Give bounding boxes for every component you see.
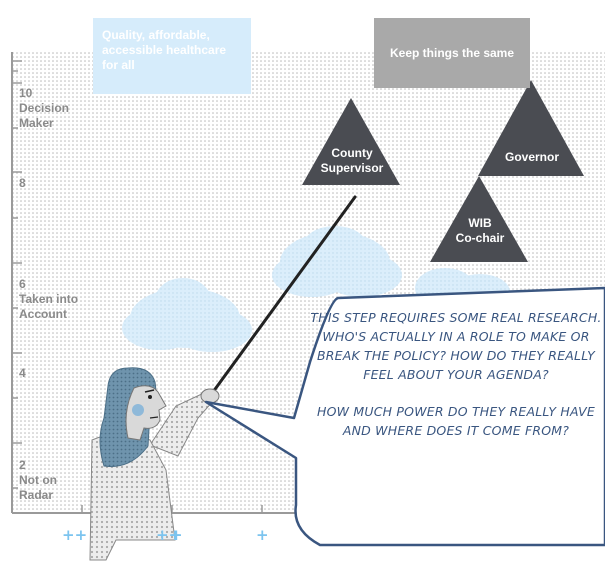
speech-paragraph-2: How much power do they really have and w… <box>317 404 595 438</box>
y-label-6: 6 Taken into Account <box>19 277 79 321</box>
pointer-stick <box>211 195 357 394</box>
x-mark-4: + <box>256 526 269 544</box>
actor-label-governor: Governor <box>504 150 559 164</box>
actor-governor <box>478 80 584 176</box>
cloud-left <box>122 278 252 352</box>
actor-label-county-supervisor: County Supervisor <box>320 146 384 175</box>
actor-label-wib-cochair: WIB Co-chair <box>455 216 505 245</box>
y-axis-ticks <box>12 60 22 489</box>
y-label-4: 4 <box>19 366 26 380</box>
actor-wib-cochair <box>430 176 528 262</box>
goal-box-left: Quality, affordable, accessible healthca… <box>93 18 251 94</box>
presenter-figure <box>89 367 220 561</box>
y-label-8: 8 <box>19 176 26 190</box>
speech-paragraph-1: This step requires some real research. W… <box>310 310 602 382</box>
x-mark-3: ++ <box>156 526 182 544</box>
y-label-10: 10 Decision Maker <box>19 86 70 130</box>
y-label-2: 2 Not on Radar <box>19 458 57 502</box>
x-mark-2: + <box>170 526 183 544</box>
x-mark-1: ++ <box>62 526 88 544</box>
actor-county-supervisor <box>302 98 400 185</box>
x-axis-ticks <box>81 505 263 513</box>
goal-box-right: Keep things the same <box>374 18 530 88</box>
speech-bubble <box>204 286 605 547</box>
goal-box-left-text: Quality, affordable, accessible healthca… <box>102 28 227 72</box>
goal-box-right-text: Keep things the same <box>389 45 515 60</box>
speech-bubble-text: This step requires some real research. W… <box>306 308 605 458</box>
